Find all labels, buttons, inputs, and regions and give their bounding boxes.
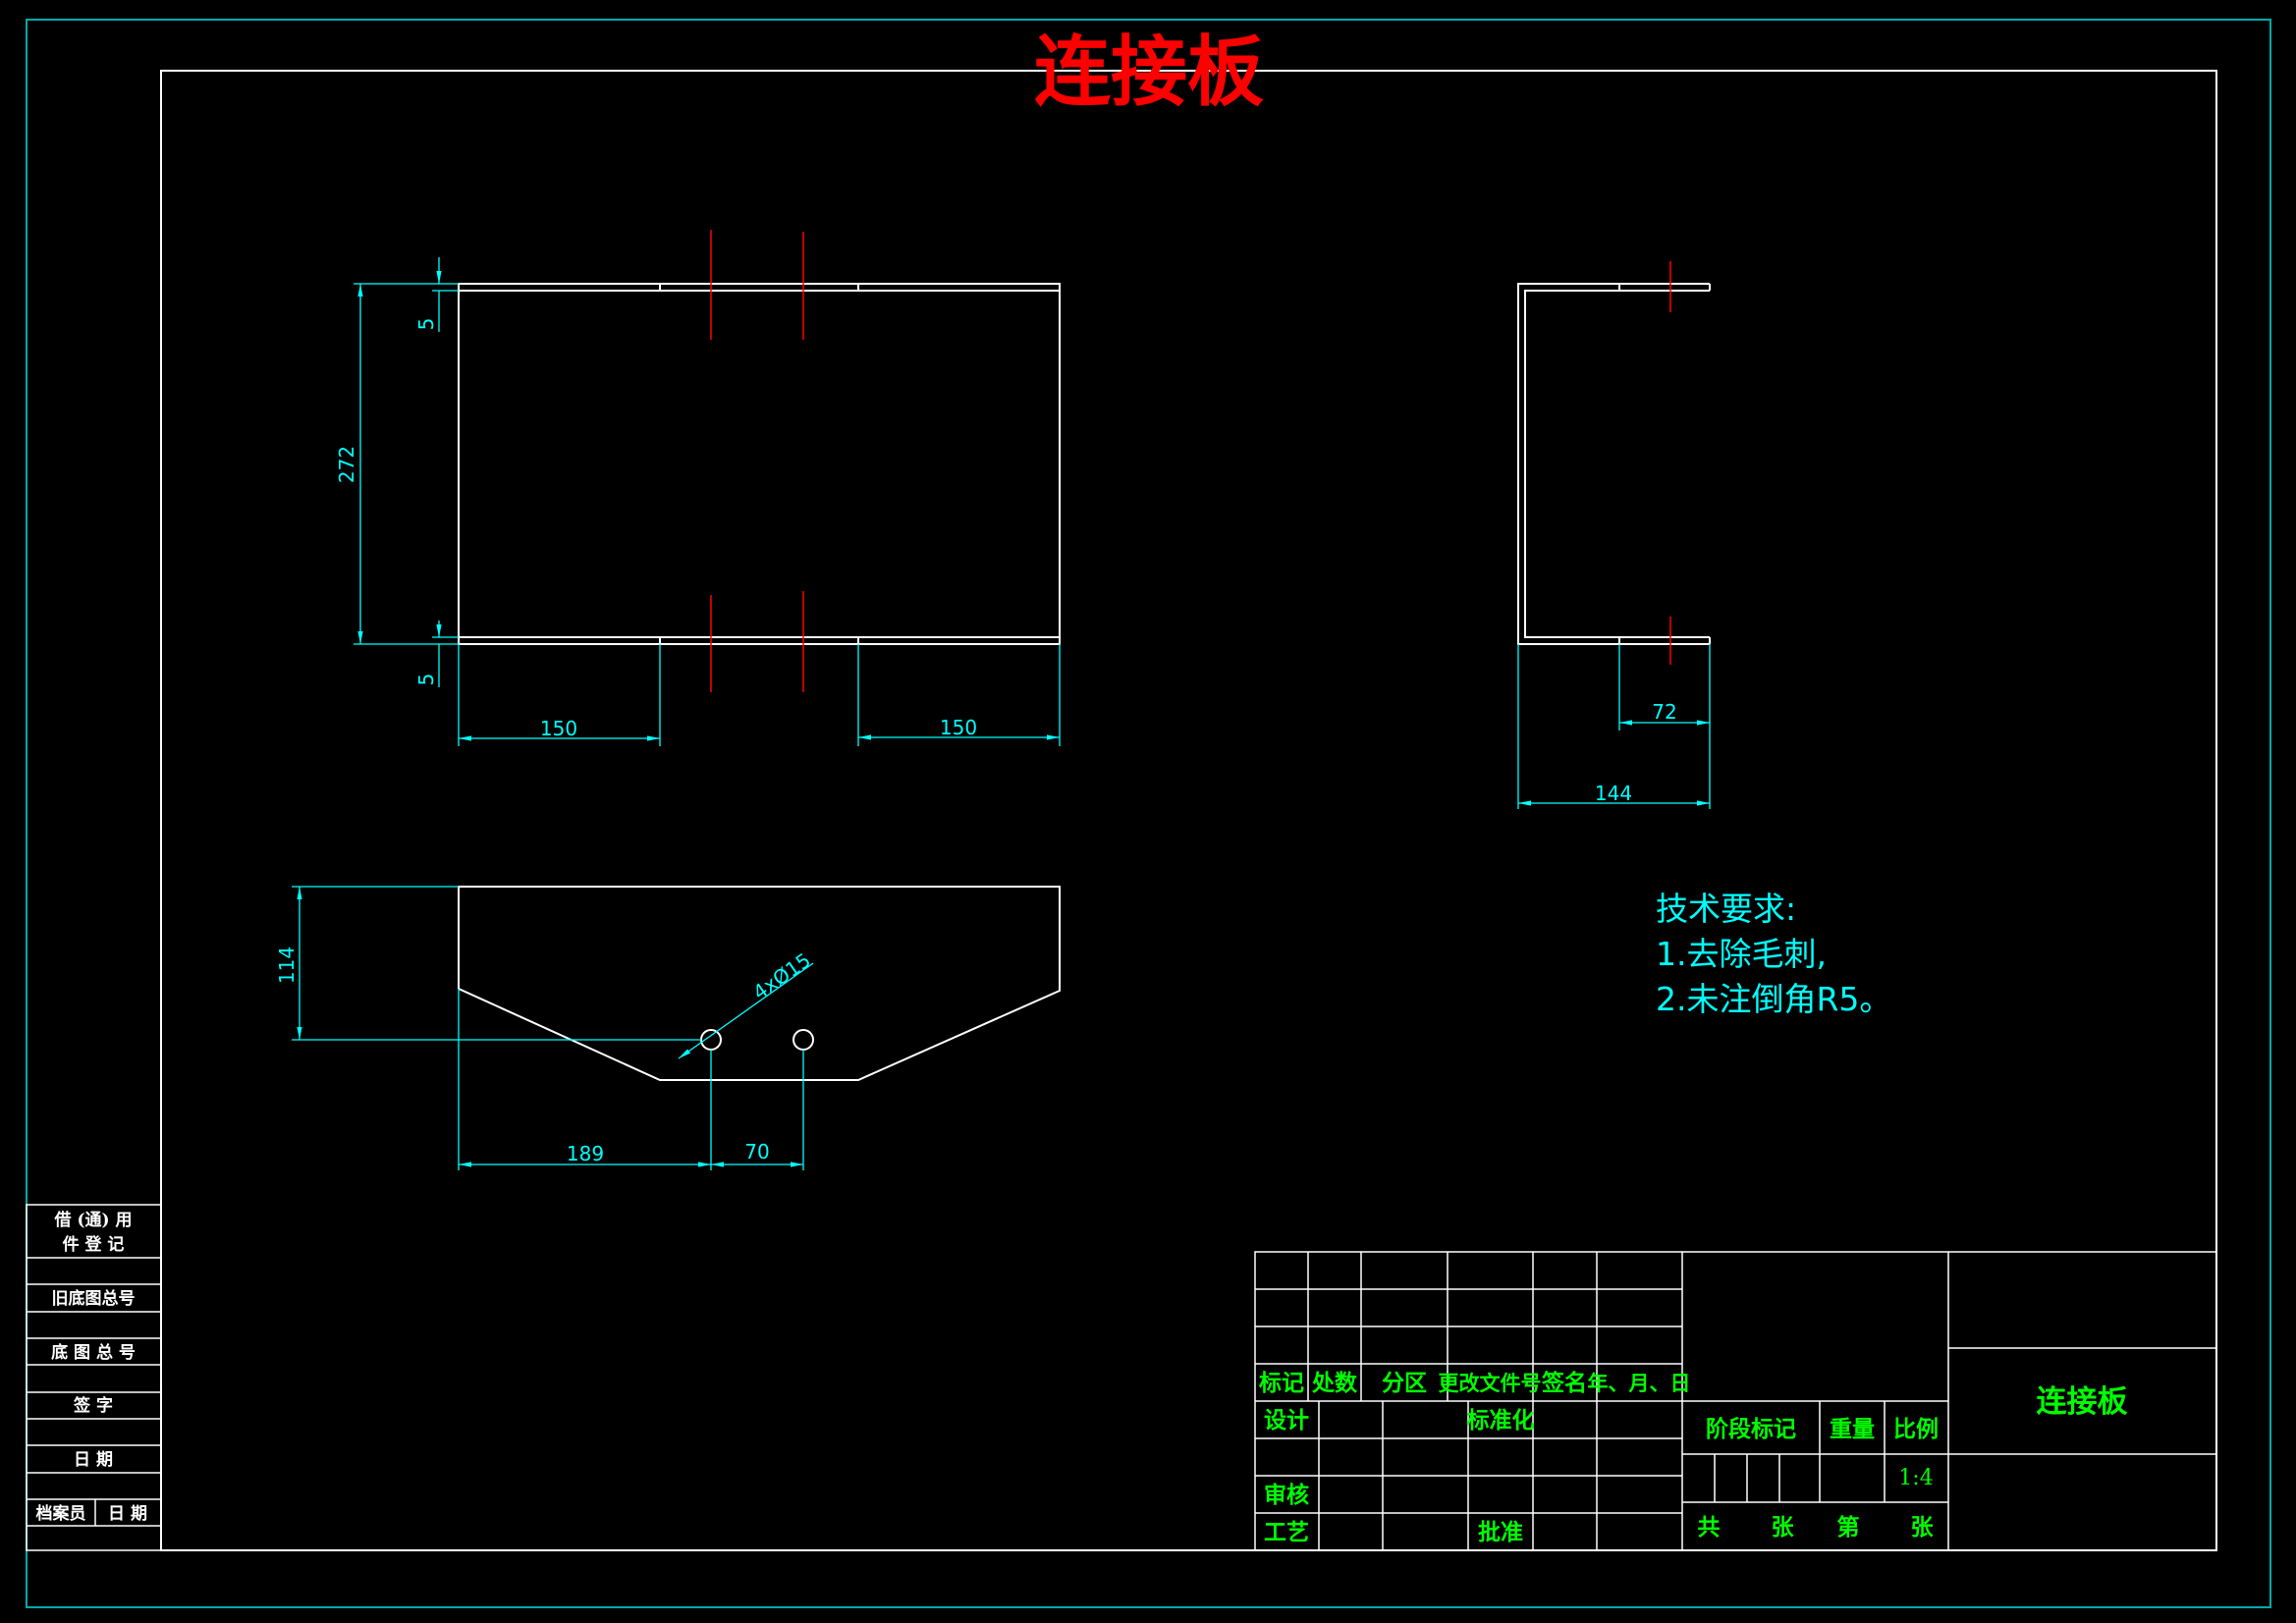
left-strip-archivist-date: 日 期 xyxy=(108,1504,147,1524)
tech-requirements-heading: 技术要求: xyxy=(1656,890,1796,928)
dim-hole-callout: 4xØ15 xyxy=(748,948,815,1004)
tb-scale-label: 比例 xyxy=(1893,1416,1939,1442)
tb-total: 共 xyxy=(1698,1514,1721,1541)
front-view xyxy=(458,283,1061,645)
tb-sheet: 张 xyxy=(1911,1514,1935,1541)
tb-ymd: 年、月、日 xyxy=(1588,1371,1691,1395)
dim-bottom-height: 114 xyxy=(275,947,299,984)
side-view-dimensions xyxy=(1517,644,1711,809)
tb-process: 工艺 xyxy=(1264,1519,1309,1545)
tb-nth: 第 xyxy=(1837,1514,1860,1541)
drawing-title: 连接板 xyxy=(1034,27,1264,117)
left-strip-old-drawing-no: 旧底图总号 xyxy=(52,1288,136,1309)
tb-approve: 批准 xyxy=(1478,1519,1523,1545)
tb-weight: 重量 xyxy=(1830,1416,1875,1442)
dim-front-height: 272 xyxy=(335,446,358,483)
left-strip-date: 日 期 xyxy=(74,1450,113,1470)
dim-front-left: 150 xyxy=(540,717,577,740)
front-view-centerlines xyxy=(710,230,804,692)
tb-zone: 分区 xyxy=(1382,1370,1427,1396)
front-view-outline xyxy=(458,283,1061,645)
tb-count: 处数 xyxy=(1311,1370,1358,1396)
tb-change-doc: 更改文件号 xyxy=(1439,1371,1542,1395)
left-strip-borrow-2: 件 登 记 xyxy=(63,1234,125,1255)
tb-review: 审核 xyxy=(1264,1482,1309,1508)
left-strip-base-drawing-no: 底 图 总 号 xyxy=(51,1342,136,1363)
front-view-dimensions xyxy=(354,257,1061,746)
dim-front-right: 150 xyxy=(940,716,977,739)
tech-requirement-1: 1.去除毛刺, xyxy=(1656,935,1827,973)
tb-design: 设计 xyxy=(1264,1407,1309,1434)
dim-front-lip-bottom: 5 xyxy=(414,674,438,686)
dim-front-lip-top: 5 xyxy=(414,318,438,331)
left-registration-strip xyxy=(26,1204,162,1551)
tb-sheets: 张 xyxy=(1772,1514,1795,1541)
tb-standardize: 标准化 xyxy=(1467,1407,1535,1434)
inner-frame xyxy=(160,70,2217,1551)
tb-stage-mark: 阶段标记 xyxy=(1706,1416,1796,1442)
dim-side-width: 144 xyxy=(1595,782,1632,805)
side-view xyxy=(1517,283,1711,645)
left-strip-archivist: 档案员 xyxy=(36,1503,86,1524)
bottom-view-dimensions xyxy=(292,886,814,1170)
tb-part-name: 连接板 xyxy=(2037,1384,2128,1420)
tb-sign: 签名 xyxy=(1541,1370,1587,1396)
side-view-outer-profile xyxy=(1517,283,1710,645)
left-strip-signature: 签 字 xyxy=(73,1395,113,1416)
tb-mark: 标记 xyxy=(1259,1370,1304,1396)
outer-border xyxy=(26,19,2271,1608)
title-block-grid xyxy=(1254,1251,2217,1551)
dim-bottom-pitch: 70 xyxy=(744,1140,769,1163)
tech-requirement-2: 2.未注倒角R5。 xyxy=(1656,980,1891,1018)
dim-side-flange: 72 xyxy=(1652,700,1676,724)
hole-right xyxy=(793,1029,814,1051)
side-view-inner-profile xyxy=(1524,290,1710,638)
dim-bottom-offset: 189 xyxy=(567,1142,604,1165)
tech-requirements: 技术要求: 1.去除毛刺, 2.未注倒角R5。 xyxy=(1656,890,1891,1018)
tb-scale-value: 1:4 xyxy=(1898,1466,1933,1490)
left-strip-borrow-1: 借 (通) 用 xyxy=(54,1210,133,1230)
